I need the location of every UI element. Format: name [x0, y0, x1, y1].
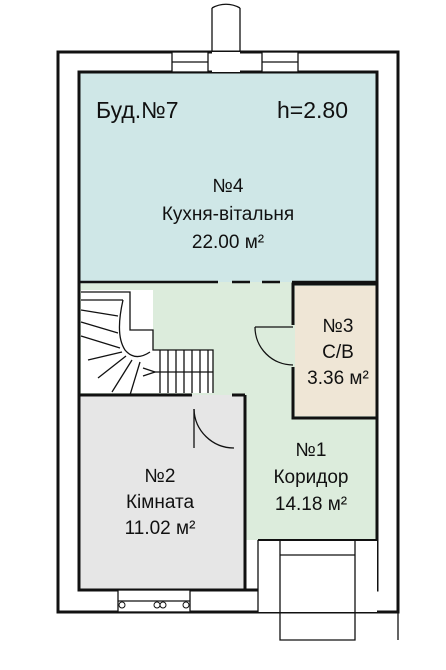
bottom-window [117, 589, 191, 613]
top-entrance-door [211, 3, 241, 72]
room-3-area: 3.36 м² [307, 368, 369, 389]
room-1-name: Коридор [273, 467, 348, 488]
ceiling-height-label: h=2.80 [277, 97, 348, 123]
room-3-number: №3 [323, 316, 354, 337]
room-2-area: 11.02 м² [125, 518, 196, 539]
room-4-area: 22.00 м² [192, 232, 264, 253]
room-1-area: 14.18 м² [275, 494, 347, 515]
room-2-fill [79, 395, 245, 590]
room-2-door [193, 408, 235, 449]
room-2-name: Кімната [126, 492, 194, 513]
room-4-fill [79, 72, 377, 282]
room-1-number: №1 [296, 440, 327, 461]
staircase [80, 290, 214, 396]
bottom-entrance [257, 539, 399, 641]
room-3-door [254, 325, 295, 367]
top-window-right [261, 51, 299, 73]
building-label: Буд.№7 [96, 97, 179, 123]
room-3-name: С/В [322, 342, 354, 363]
room-4-number: №4 [213, 176, 244, 197]
room-3-fill [295, 286, 377, 416]
top-window-left [171, 51, 209, 73]
room-4-name: Кухня-вітальня [162, 204, 294, 225]
room-2-number: №2 [145, 466, 176, 487]
room-2-wall [79, 393, 247, 590]
